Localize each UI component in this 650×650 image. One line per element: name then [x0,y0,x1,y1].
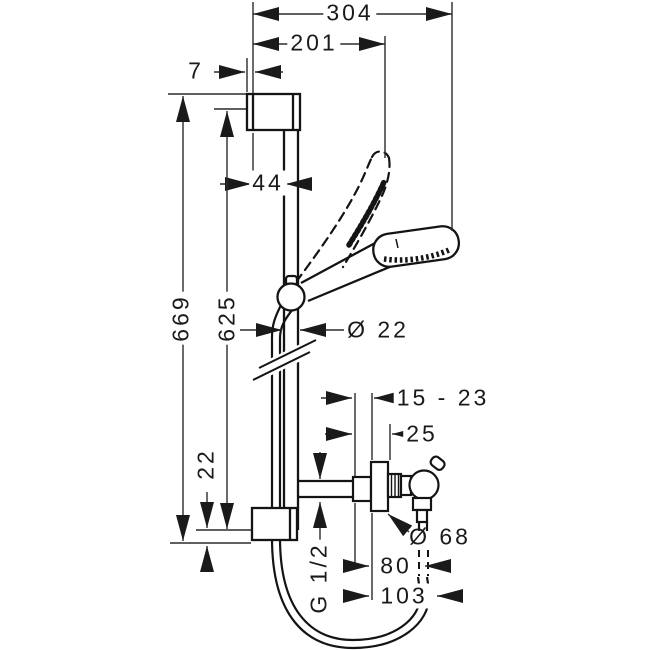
spray-face-stipple [346,179,387,248]
dim-escutcheon-diameter-label: Ø 68 [409,523,471,550]
hand-shower-raised-dashed [294,150,391,284]
thermostat-valve [298,455,446,531]
top-wall-bracket [245,92,302,132]
dim-hose-outlet-offset-label: 80 [377,553,415,579]
dim-handshower-offset-label: 201 [287,30,341,56]
spray-face-stipple [383,247,451,263]
dim-valve-clearance-label: 15 - 23 [393,385,493,411]
dim-hose-outlet-outer-label: 103 [377,583,431,609]
dim-rail-axis-offset-label: 44 [249,170,287,196]
valve-lever [429,455,446,471]
hand-shower [300,225,461,303]
slider-holder [276,274,306,312]
bottom-wall-bracket [250,506,299,542]
rail-break-mark [251,335,319,385]
dim-rail-length-label: 625 [214,291,240,345]
valve-knob [408,469,440,501]
dim-overall-width-label: 304 [323,0,377,26]
dim-d68-leader [387,513,413,537]
dim-valve-depth-label: 25 [403,421,441,447]
dim-thread-label: G 1/2 [306,539,332,617]
dim-rail-diameter-label: Ø 22 [344,317,412,343]
dim-overall-height-label: 669 [168,291,194,345]
dim-bracket-offset-label: 7 [185,58,207,84]
dim-lower-end-offset-label: 22 [193,445,219,483]
valve-escutcheon [369,460,390,513]
hose-outlet [411,496,433,512]
valve-stem [351,475,373,503]
hose-connection-dashed [418,550,429,576]
